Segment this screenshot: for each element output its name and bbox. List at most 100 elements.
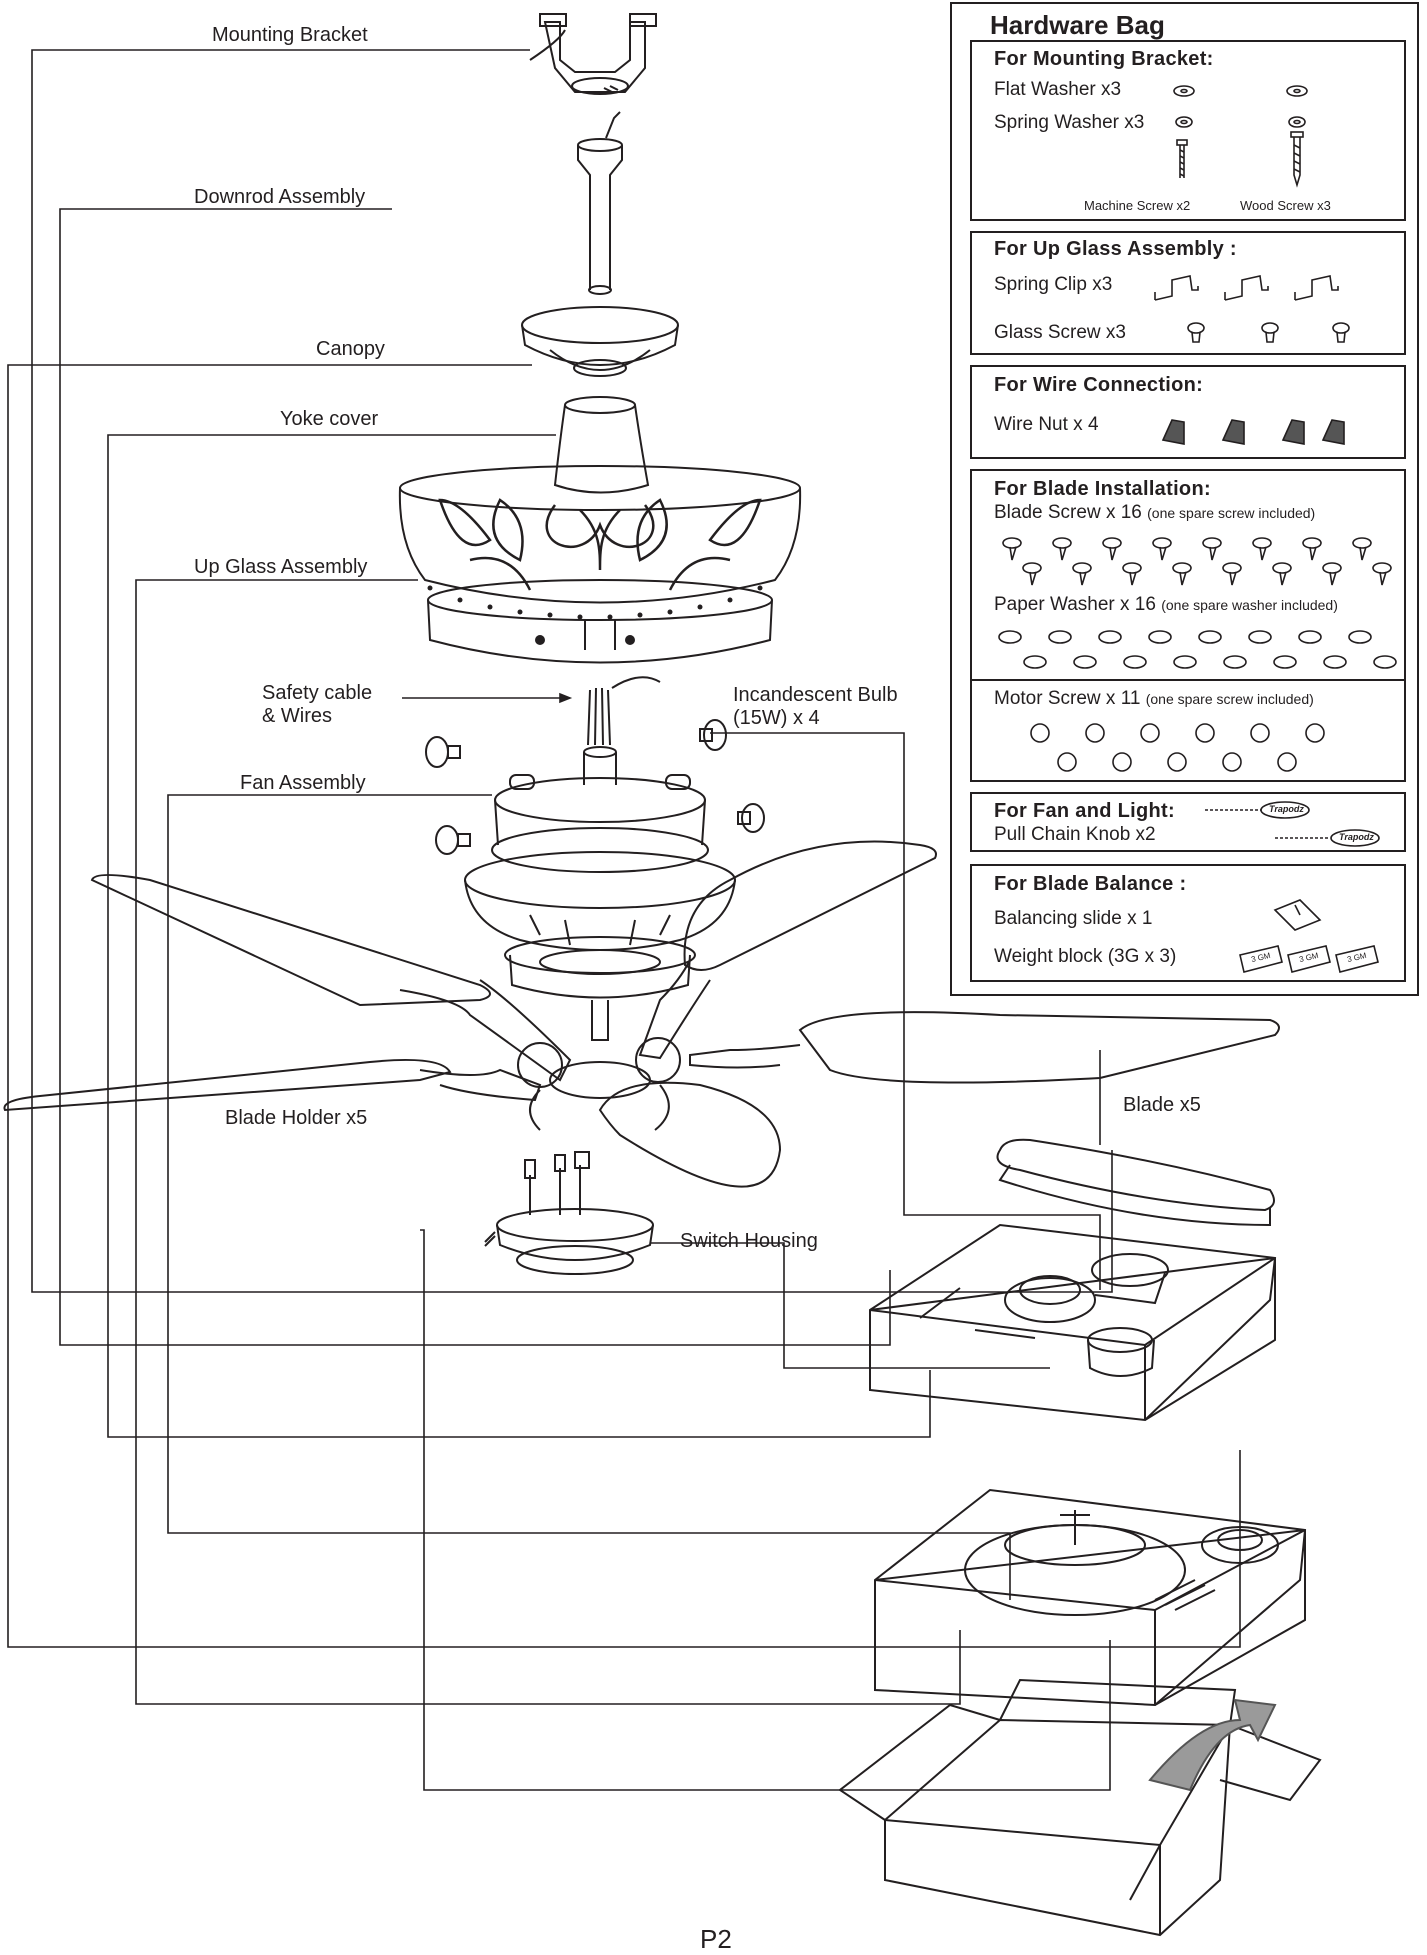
blade-screw-icon <box>1222 562 1242 586</box>
leader-switch-housing <box>650 1242 1050 1369</box>
section-wire-connection <box>970 365 1406 459</box>
label-motor-screw: Motor Screw x 11 (one spare screw includ… <box>994 688 1314 710</box>
blade-screw-icon <box>1202 537 1222 561</box>
motor-screw-icon <box>1250 723 1270 743</box>
bulb-2 <box>699 719 727 751</box>
blade-drawings <box>3 840 1280 1227</box>
heading-wire-connection: For Wire Connection: <box>994 374 1204 396</box>
label-machine-screw: Machine Screw x2 <box>1084 198 1191 213</box>
paper-washer-icon <box>998 630 1022 644</box>
paper-washer-icon <box>1373 655 1397 669</box>
motor-screw-icon <box>1030 723 1050 743</box>
leader-canopy <box>7 364 1241 1648</box>
blade-screw-icon <box>1252 537 1272 561</box>
wire-nut-icon-2 <box>1221 419 1245 445</box>
paper-washer-icon <box>1148 630 1172 644</box>
flat-washer-icon-2 <box>1286 85 1308 97</box>
label-switch-housing: Switch Housing <box>680 1230 818 1252</box>
downrod-drawing <box>577 111 623 295</box>
paper-washer-text: Paper Washer x 16 <box>994 594 1156 615</box>
blade-standalone <box>996 1138 1275 1227</box>
weight-block-icon <box>1239 945 1283 973</box>
paper-washer-icon <box>1173 655 1197 669</box>
blade-screw-icon <box>1352 537 1372 561</box>
paper-washer-icon <box>1123 655 1147 669</box>
wire-nut-icon <box>1161 419 1185 445</box>
safety-cable-arrow <box>559 692 573 704</box>
glass-screw-icon-2 <box>1261 322 1279 343</box>
blade-center-lower <box>598 1081 782 1188</box>
label-glass-screw: Glass Screw x3 <box>994 322 1126 343</box>
paper-washer-icon <box>1223 655 1247 669</box>
flat-washer-icon <box>1173 85 1195 97</box>
label-downrod-assembly: Downrod Assembly <box>194 186 366 208</box>
label-flat-washer: Flat Washer x3 <box>994 79 1122 100</box>
paper-washer-note: (one spare washer included) <box>1161 597 1338 613</box>
motor-screw-icon <box>1167 752 1187 772</box>
bulb-3 <box>435 825 471 855</box>
label-fan-assembly: Fan Assembly <box>240 772 366 794</box>
section-up-glass <box>970 231 1406 355</box>
motor-screw-icon <box>1057 752 1077 772</box>
section-mounting-bracket <box>970 40 1406 221</box>
paper-washer-icon <box>1198 630 1222 644</box>
paper-washer-icon <box>1073 655 1097 669</box>
leader-downrod <box>59 208 891 1346</box>
heading-blade-installation: For Blade Installation: <box>994 478 1211 500</box>
blade-screw-icon <box>1372 562 1392 586</box>
leader-mounting-bracket <box>31 49 1113 1293</box>
blade-right-upper <box>638 840 937 1060</box>
label-safety-cable: Safety cable <box>262 682 373 704</box>
glass-screw-icon <box>1187 322 1205 343</box>
pull-chain-knob-icon-2 <box>1275 829 1380 847</box>
hardware-bag-title: Hardware Bag <box>990 10 1165 40</box>
section-blade-balance <box>970 864 1406 982</box>
spring-washer-icon <box>1175 116 1193 128</box>
blade-left-lower <box>3 1058 542 1112</box>
blade-screw-text: Blade Screw x 16 <box>994 502 1142 523</box>
blade-screw-icon <box>1052 537 1072 561</box>
machine-screw-icon <box>1176 139 1188 178</box>
blade-screw-icon <box>1002 537 1022 561</box>
upper-foam-box-drawing <box>869 1223 1277 1422</box>
wood-screw-icon <box>1290 131 1304 188</box>
blade-screw-icons <box>1002 537 1392 586</box>
spring-clip-icon-3 <box>1294 275 1339 301</box>
blade-screw-icon <box>1302 537 1322 561</box>
hardware-icons <box>1154 85 1380 973</box>
pull-chain-knob-text-2: Trapodz <box>1339 832 1374 842</box>
motor-screw-icon <box>1222 752 1242 772</box>
label-up-glass-assembly: Up Glass Assembly <box>194 556 368 578</box>
wire-nut-icon-3 <box>1281 419 1305 445</box>
motor-screw-icon <box>1140 723 1160 743</box>
label-weight-block: Weight block (3G x 3) <box>994 946 1177 967</box>
balancing-slide-icon <box>1273 899 1322 931</box>
label-wires: & Wires <box>262 705 332 727</box>
blade-screw-icon <box>1102 537 1122 561</box>
paper-washer-icon <box>1348 630 1372 644</box>
bulb-drawings <box>425 719 765 855</box>
paper-washer-icon <box>1098 630 1122 644</box>
bulb-1 <box>425 736 461 768</box>
heading-blade-balance: For Blade Balance : <box>994 873 1187 895</box>
page-number: P2 <box>700 1924 732 1954</box>
section-blade-installation <box>970 469 1406 782</box>
section-fan-light <box>970 792 1406 852</box>
blade-holder-hub-drawing <box>517 1037 681 1131</box>
label-blade-holder: Blade Holder x5 <box>225 1107 368 1129</box>
motor-screw-icon <box>1195 723 1215 743</box>
label-wire-nut: Wire Nut x 4 <box>994 414 1099 435</box>
switch-housing-drawing <box>484 1151 654 1275</box>
weight-block-icon-2 <box>1287 945 1331 973</box>
label-incandescent-bulb: Incandescent Bulb <box>733 684 898 706</box>
paper-washer-icon <box>1273 655 1297 669</box>
paper-washer-icon <box>1298 630 1322 644</box>
blade-screw-icon <box>1122 562 1142 586</box>
label-pull-chain: Pull Chain Knob x2 <box>994 824 1156 845</box>
wire-nut-icon-4 <box>1321 419 1345 445</box>
motor-screw-icon <box>1277 752 1297 772</box>
yoke-cover-drawing <box>553 396 650 494</box>
motor-screw-note: (one spare screw included) <box>1145 691 1314 707</box>
label-spring-washer: Spring Washer x3 <box>994 112 1145 133</box>
